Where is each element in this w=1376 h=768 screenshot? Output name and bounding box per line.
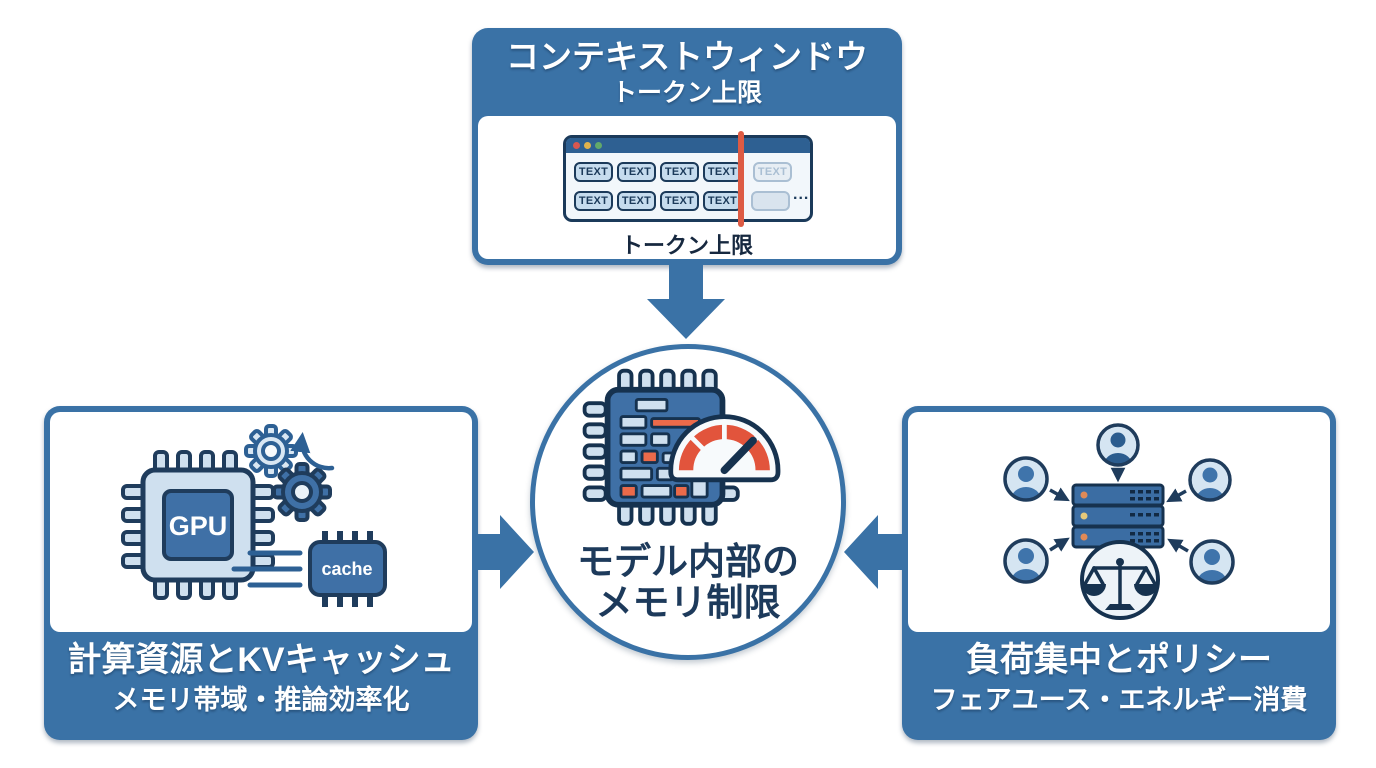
model-memory-limit-node: モデル内部の メモリ制限 (530, 344, 846, 660)
token-chip: TEXT (660, 162, 699, 182)
user-avatar-icon (1003, 538, 1049, 584)
token-chip: TEXT (703, 162, 742, 182)
token-chip: TEXT (660, 191, 699, 211)
memory-chip-gauge-icon (582, 368, 781, 526)
token-chip: TEXT (617, 191, 656, 211)
token-ellipsis: ... (793, 186, 810, 203)
browser-titlebar (566, 138, 810, 153)
token-chip: TEXT (617, 162, 656, 182)
token-limit-caption: トークン上限 (620, 233, 753, 258)
center-label: モデル内部の メモリ制限 (535, 541, 841, 623)
gpu-gears-cache-icon: GPU (121, 424, 387, 607)
cache-chip-icon: cache (231, 531, 387, 607)
token-chip: TEXT (703, 191, 742, 211)
context-window-box: コンテキストウィンドウ トークン上限 TEXT TEXT TEXT TEXT T… (472, 28, 902, 265)
token-chip-empty (751, 191, 790, 211)
server-rack-icon (1071, 483, 1165, 549)
center-label-line1: モデル内部の (577, 541, 799, 582)
load-policy-body (908, 412, 1330, 632)
load-policy-box: 負荷集中とポリシー フェアユース・エネルギー消費 (902, 406, 1336, 740)
traffic-light-green-icon (595, 142, 602, 149)
load-policy-footer: 負荷集中とポリシー フェアユース・エネルギー消費 (902, 638, 1336, 718)
compute-kv-cache-body: GPU (50, 412, 472, 632)
gpu-chip-icon: GPU (121, 450, 275, 600)
token-chip: TEXT (574, 162, 613, 182)
traffic-light-red-icon (573, 142, 580, 149)
compute-kv-cache-footer: 計算資源とKVキャッシュ メモリ帯域・推論効率化 (44, 638, 478, 718)
token-limit-line-icon (738, 131, 744, 227)
compute-kv-cache-subtitle: メモリ帯域・推論効率化 (112, 685, 410, 715)
compute-kv-cache-box: GPU (44, 406, 478, 740)
token-chip-faded: TEXT (753, 162, 792, 182)
compute-kv-cache-title: 計算資源とKVキャッシュ (67, 641, 455, 679)
gears-icon (244, 424, 332, 522)
gpu-label: GPU (169, 511, 228, 541)
user-avatar-icon (1003, 456, 1049, 502)
browser-token-window-icon: TEXT TEXT TEXT TEXT TEXT TEXT TEXT TEXT … (478, 116, 896, 259)
context-window-header: コンテキストウィンドウ トークン上限 (472, 28, 902, 109)
context-window-subtitle: トークン上限 (611, 79, 762, 107)
traffic-light-yellow-icon (584, 142, 591, 149)
load-policy-title: 負荷集中とポリシー (966, 641, 1272, 679)
browser-window: TEXT TEXT TEXT TEXT TEXT TEXT TEXT TEXT … (563, 131, 813, 227)
load-policy-subtitle: フェアユース・エネルギー消費 (930, 685, 1308, 715)
token-chip: TEXT (574, 191, 613, 211)
user-avatar-icon (1096, 423, 1140, 467)
cache-label: cache (321, 559, 372, 579)
user-avatar-icon (1189, 539, 1235, 585)
users-server-scales-icon (1003, 423, 1235, 620)
context-window-body: TEXT TEXT TEXT TEXT TEXT TEXT TEXT TEXT … (478, 116, 896, 259)
user-avatar-icon (1188, 458, 1232, 502)
arrow-left-icon (844, 515, 902, 589)
memory-blocks (619, 397, 709, 499)
context-window-title: コンテキストウィンドウ (505, 38, 868, 75)
arrow-right-icon (476, 515, 534, 589)
cycle-arrow-icon (290, 431, 335, 471)
center-label-line2: メモリ制限 (595, 582, 781, 623)
request-arrows (1049, 467, 1189, 553)
scales-icon (1080, 540, 1160, 620)
gauge-icon (668, 414, 781, 483)
arrow-down-icon (647, 264, 725, 339)
